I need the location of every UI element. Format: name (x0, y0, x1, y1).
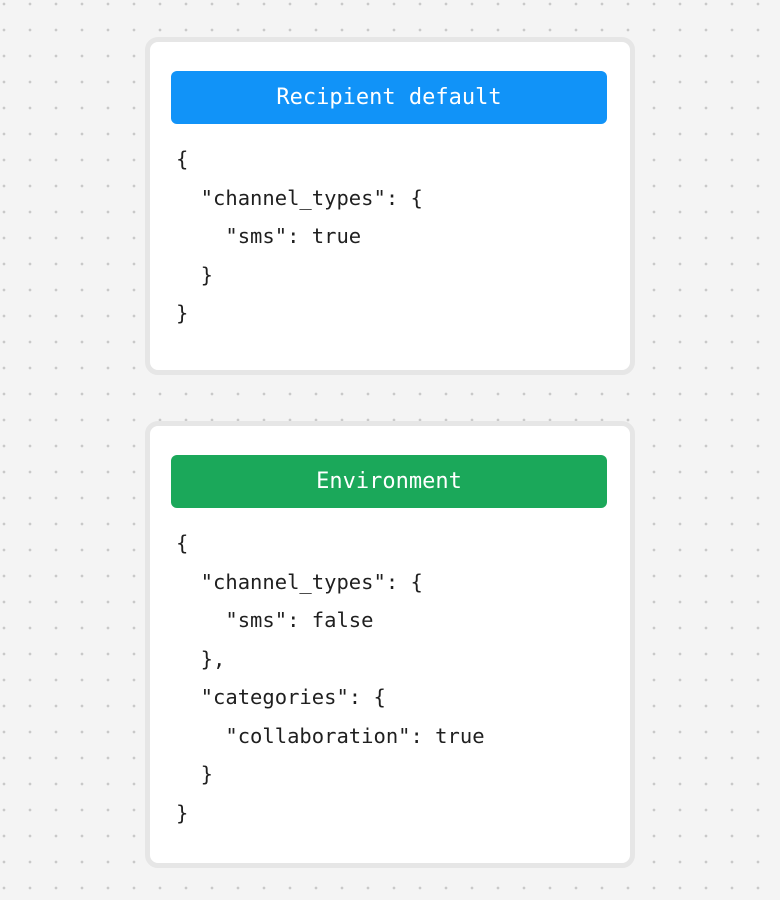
json-line: } (176, 762, 214, 786)
json-line: { (176, 147, 189, 171)
json-line: "sms": false (176, 608, 374, 632)
card-environment: Environment { "channel_types": { "sms": … (145, 421, 635, 868)
card-header-environment: Environment (171, 455, 607, 508)
json-line: "categories": { (176, 685, 386, 709)
json-line: } (176, 800, 189, 825)
json-line: }, (176, 646, 226, 671)
json-payload-environment: { "channel_types": { "sms": false }, "ca… (176, 524, 620, 832)
json-line: { (176, 531, 189, 555)
json-line: "collaboration": true (176, 723, 485, 748)
json-line: "sms": true (176, 224, 362, 248)
json-payload-recipient-default: { "channel_types": { "sms": true }} (176, 140, 620, 333)
json-line: "channel_types": { (176, 185, 423, 210)
json-line: "channel_types": { (176, 569, 423, 594)
json-line: } (176, 262, 214, 287)
card-title-environment: Environment (316, 468, 462, 494)
json-line: } (176, 301, 189, 325)
card-title-recipient-default: Recipient default (276, 84, 502, 110)
card-header-recipient-default: Recipient default (171, 71, 607, 124)
card-body-recipient-default: { "channel_types": { "sms": true }} (176, 140, 620, 333)
card-recipient-default: Recipient default { "channel_types": { "… (145, 37, 635, 375)
card-body-environment: { "channel_types": { "sms": false }, "ca… (176, 524, 620, 832)
